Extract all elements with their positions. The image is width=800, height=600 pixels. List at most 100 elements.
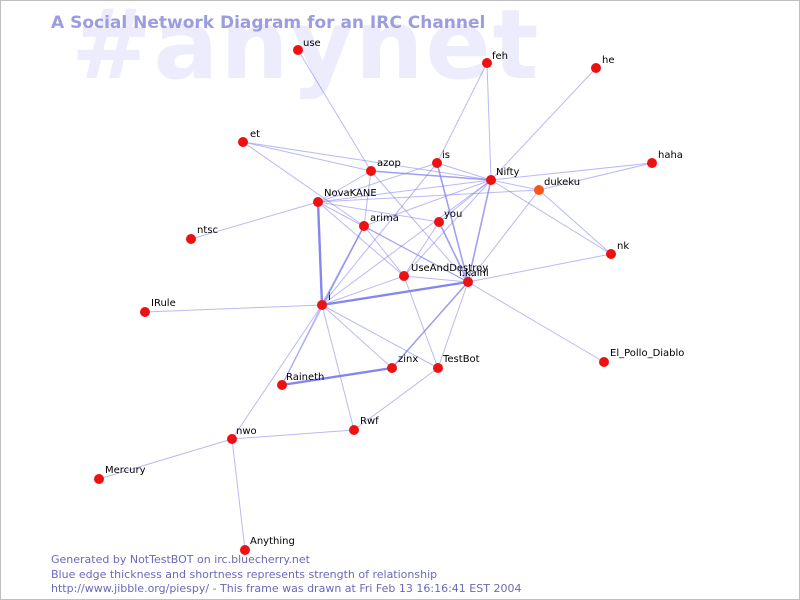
node-label-TestBot: TestBot bbox=[442, 354, 480, 365]
node-et: et bbox=[238, 129, 260, 147]
node-he: he bbox=[591, 55, 615, 73]
node-label-et: et bbox=[250, 129, 260, 140]
node-Anything: Anything bbox=[240, 536, 295, 555]
edge-nwo-Mercury bbox=[98, 438, 233, 480]
edge-feh-Nifty bbox=[486, 62, 492, 181]
node-dot-is bbox=[432, 158, 442, 168]
edge-UseAndDestroy-i bbox=[321, 275, 405, 306]
node-label-feh: feh bbox=[492, 51, 508, 62]
edge-azop-kainl bbox=[370, 170, 469, 283]
node-label-is: is bbox=[442, 150, 450, 161]
node-ntsc: ntsc bbox=[186, 225, 218, 244]
footer-source-and-timestamp: http://www.jibble.org/piespy/ - This fra… bbox=[51, 582, 522, 595]
node-label-arima: arima bbox=[370, 213, 399, 224]
node-label-El_Pollo_Diablo: El_Pollo_Diablo bbox=[610, 348, 684, 359]
node-haha: haha bbox=[647, 150, 683, 168]
footer-generated-by: Generated by NotTestBOT on irc.bluecherr… bbox=[51, 553, 310, 566]
node-label-Nifty: Nifty bbox=[496, 167, 520, 178]
edge-NovaKANE-UseAndDestroy bbox=[317, 201, 405, 277]
node-dot-El_Pollo_Diablo bbox=[599, 357, 609, 367]
edge-use-azop bbox=[297, 49, 372, 172]
node-label-UseAndDestroy: UseAndDestroy bbox=[411, 263, 488, 274]
edge-NovaKANE-ntsc bbox=[190, 201, 319, 240]
edge-et-arima bbox=[242, 141, 365, 227]
edge-haha-Nifty bbox=[490, 162, 653, 181]
node-dot-Raineth bbox=[277, 380, 287, 390]
edge-Nifty-kainl bbox=[467, 179, 492, 283]
node-dot-IRule bbox=[140, 307, 150, 317]
node-NovaKANE: NovaKANE bbox=[313, 188, 377, 207]
node-label-azop: azop bbox=[377, 158, 401, 169]
node-label-Raineth: Raineth bbox=[286, 372, 324, 383]
edge-dukeku-NovaKANE bbox=[317, 189, 540, 203]
node-nwo: nwo bbox=[227, 426, 257, 444]
edge-arima-kainl bbox=[363, 225, 469, 283]
node-dukeku: dukeku bbox=[534, 177, 580, 195]
node-dot-nwo bbox=[227, 434, 237, 444]
edge-azop-NovaKANE bbox=[317, 170, 372, 203]
edge-Nifty-dukeku bbox=[490, 179, 540, 191]
edge-i-nwo bbox=[231, 304, 323, 440]
node-dot-NovaKANE bbox=[313, 197, 323, 207]
node-TestBot: TestBot bbox=[433, 354, 480, 373]
node-Nifty: Nifty bbox=[486, 167, 520, 185]
edge-i-Raineth bbox=[281, 304, 323, 386]
node-dot-et bbox=[238, 137, 248, 147]
node-kainl: i.kainl bbox=[459, 268, 489, 287]
edge-nwo-Anything bbox=[231, 438, 246, 551]
edge-azop-arima bbox=[363, 170, 372, 227]
node-label-ntsc: ntsc bbox=[197, 225, 218, 236]
node-dot-Anything bbox=[240, 545, 250, 555]
node-label-zinx: zinx bbox=[398, 354, 418, 365]
edge-nk-kainl bbox=[467, 253, 612, 283]
node-dot-you bbox=[434, 217, 444, 227]
node-zinx: zinx bbox=[387, 354, 418, 373]
node-dot-dukeku bbox=[534, 185, 544, 195]
node-label-use: use bbox=[303, 38, 321, 49]
edge-he-Nifty bbox=[490, 67, 597, 181]
edge-kainl-i bbox=[321, 280, 469, 307]
node-UseAndDestroy: UseAndDestroy bbox=[399, 263, 488, 281]
node-dot-ntsc bbox=[186, 234, 196, 244]
node-azop: azop bbox=[366, 158, 401, 176]
node-label-nwo: nwo bbox=[236, 426, 257, 437]
edge-Nifty-i bbox=[321, 179, 492, 306]
edge-dukeku-nk bbox=[538, 189, 612, 255]
edge-Rwf-nwo bbox=[231, 429, 355, 440]
edge-kainl-zinx bbox=[391, 281, 469, 369]
edge-TestBot-Rwf bbox=[353, 367, 439, 431]
node-arima: arima bbox=[359, 213, 399, 231]
edge-kainl-El_Pollo_Diablo bbox=[467, 281, 605, 363]
node-IRule: IRule bbox=[140, 298, 176, 317]
edge-i-TestBot bbox=[321, 304, 439, 369]
edge-et-azop bbox=[242, 141, 372, 172]
edge-feh-is bbox=[436, 62, 488, 164]
node-dot-kainl bbox=[463, 277, 473, 287]
edge-is-Nifty bbox=[436, 162, 492, 181]
edge-Nifty-UseAndDestroy bbox=[403, 179, 492, 277]
node-dot-nk bbox=[606, 249, 616, 259]
node-is: is bbox=[432, 150, 450, 168]
node-dot-he bbox=[591, 63, 601, 73]
diagram-title: A Social Network Diagram for an IRC Chan… bbox=[51, 13, 486, 33]
node-label-IRule: IRule bbox=[151, 298, 176, 309]
edge-UseAndDestroy-kainl bbox=[403, 275, 469, 283]
edge-zinx-Raineth bbox=[281, 366, 393, 387]
edge-kainl-TestBot bbox=[437, 281, 469, 369]
footer: Generated by NotTestBOT on irc.bluecherr… bbox=[51, 553, 521, 597]
edge-dukeku-kainl bbox=[467, 189, 540, 283]
edge-Nifty-NovaKANE bbox=[317, 179, 492, 203]
node-feh: feh bbox=[482, 51, 508, 68]
edge-Nifty-nk bbox=[490, 179, 612, 255]
node-label-nk: nk bbox=[617, 241, 629, 252]
node-label-NovaKANE: NovaKANE bbox=[324, 188, 377, 199]
edge-i-zinx bbox=[321, 304, 393, 369]
node-label-kainl: i.kainl bbox=[459, 268, 489, 279]
edge-NovaKANE-i bbox=[316, 201, 324, 306]
edge-i-Rwf bbox=[321, 304, 355, 431]
edge-NovaKANE-you bbox=[317, 201, 440, 223]
edge-i-IRule bbox=[144, 304, 323, 313]
edge-azop-Nifty bbox=[370, 170, 492, 181]
edge-haha-dukeku bbox=[538, 162, 653, 191]
